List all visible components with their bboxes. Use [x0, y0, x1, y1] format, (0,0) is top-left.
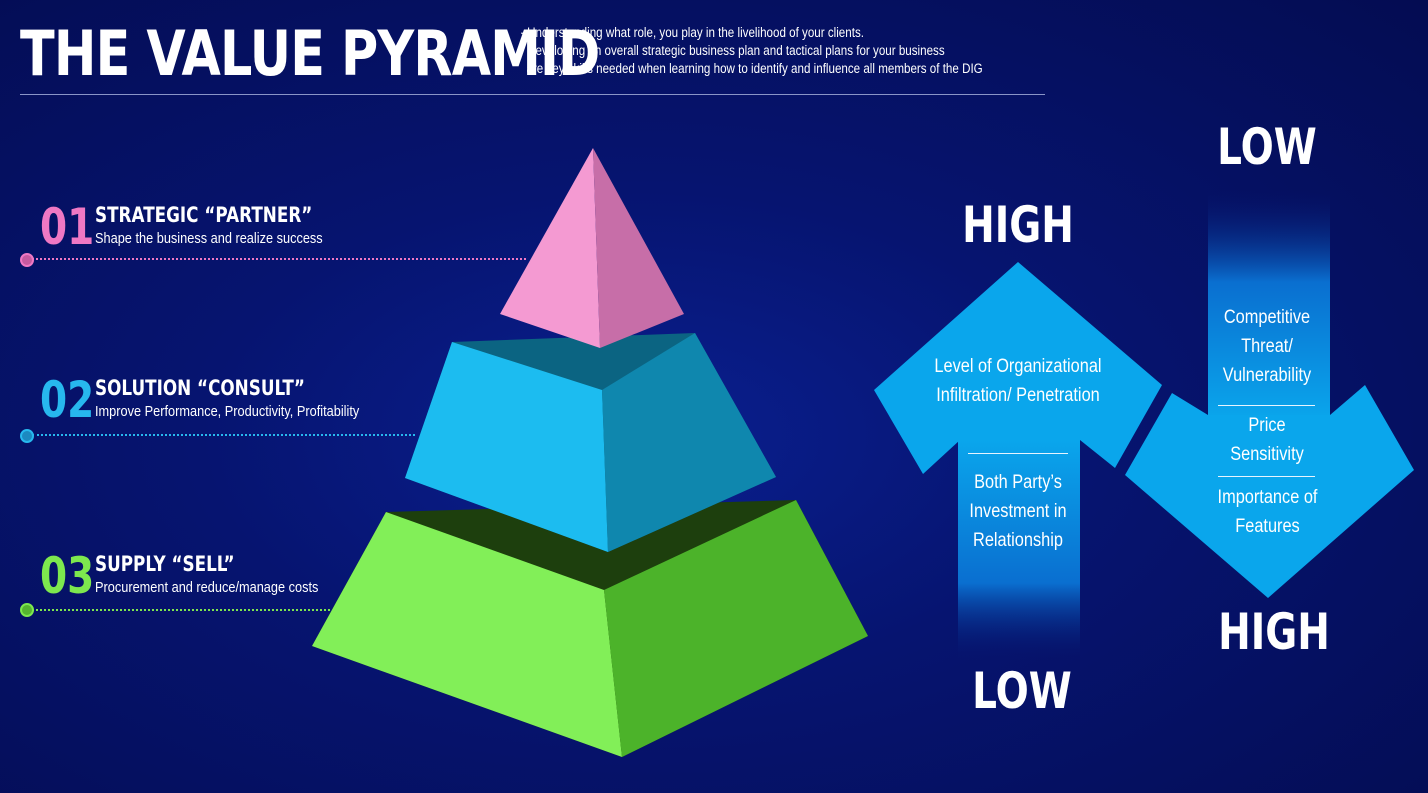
up-arrow-bottom-label: LOW — [960, 662, 1085, 720]
level-leader-line — [32, 609, 330, 611]
level-title: SOLUTION “CONSULT” — [95, 376, 305, 400]
down-arrow-text-3: Importance of Features — [1209, 483, 1325, 541]
level-description: Shape the business and realize success — [95, 231, 323, 247]
up-arrow-shape — [874, 262, 1162, 660]
level-leader-line — [32, 434, 415, 436]
level-title: STRATEGIC “PARTNER” — [95, 203, 312, 227]
up-arrow-text-2: Both Party’s Investment in Relationship — [958, 468, 1078, 555]
level-leader-line — [32, 258, 526, 260]
up-arrow-text-1: Level of Organizational Infiltration/ Pe… — [932, 352, 1104, 410]
level-title: SUPPLY “SELL” — [95, 552, 235, 576]
down-arrow-bottom-label: HIGH — [1212, 603, 1337, 661]
level-description: Improve Performance, Productivity, Profi… — [95, 404, 359, 420]
up-arrow-separator — [968, 453, 1068, 454]
up-arrow-top-label: HIGH — [956, 196, 1081, 254]
down-arrow-separator-2 — [1218, 476, 1315, 477]
down-arrow-text-1: Competitive Threat/ Vulnerability — [1215, 303, 1318, 390]
level-number: 02 — [40, 374, 94, 426]
level-description: Procurement and reduce/manage costs — [95, 580, 318, 596]
level-marker — [20, 253, 34, 267]
down-arrow-text-2: Price Sensitivity — [1215, 411, 1318, 469]
level-number: 01 — [40, 201, 94, 253]
level-marker — [20, 429, 34, 443]
pyramid-tier-strategic — [500, 148, 684, 348]
down-arrow-top-label: LOW — [1205, 118, 1330, 176]
down-arrow-separator-1 — [1218, 405, 1315, 406]
level-number: 03 — [40, 550, 94, 602]
